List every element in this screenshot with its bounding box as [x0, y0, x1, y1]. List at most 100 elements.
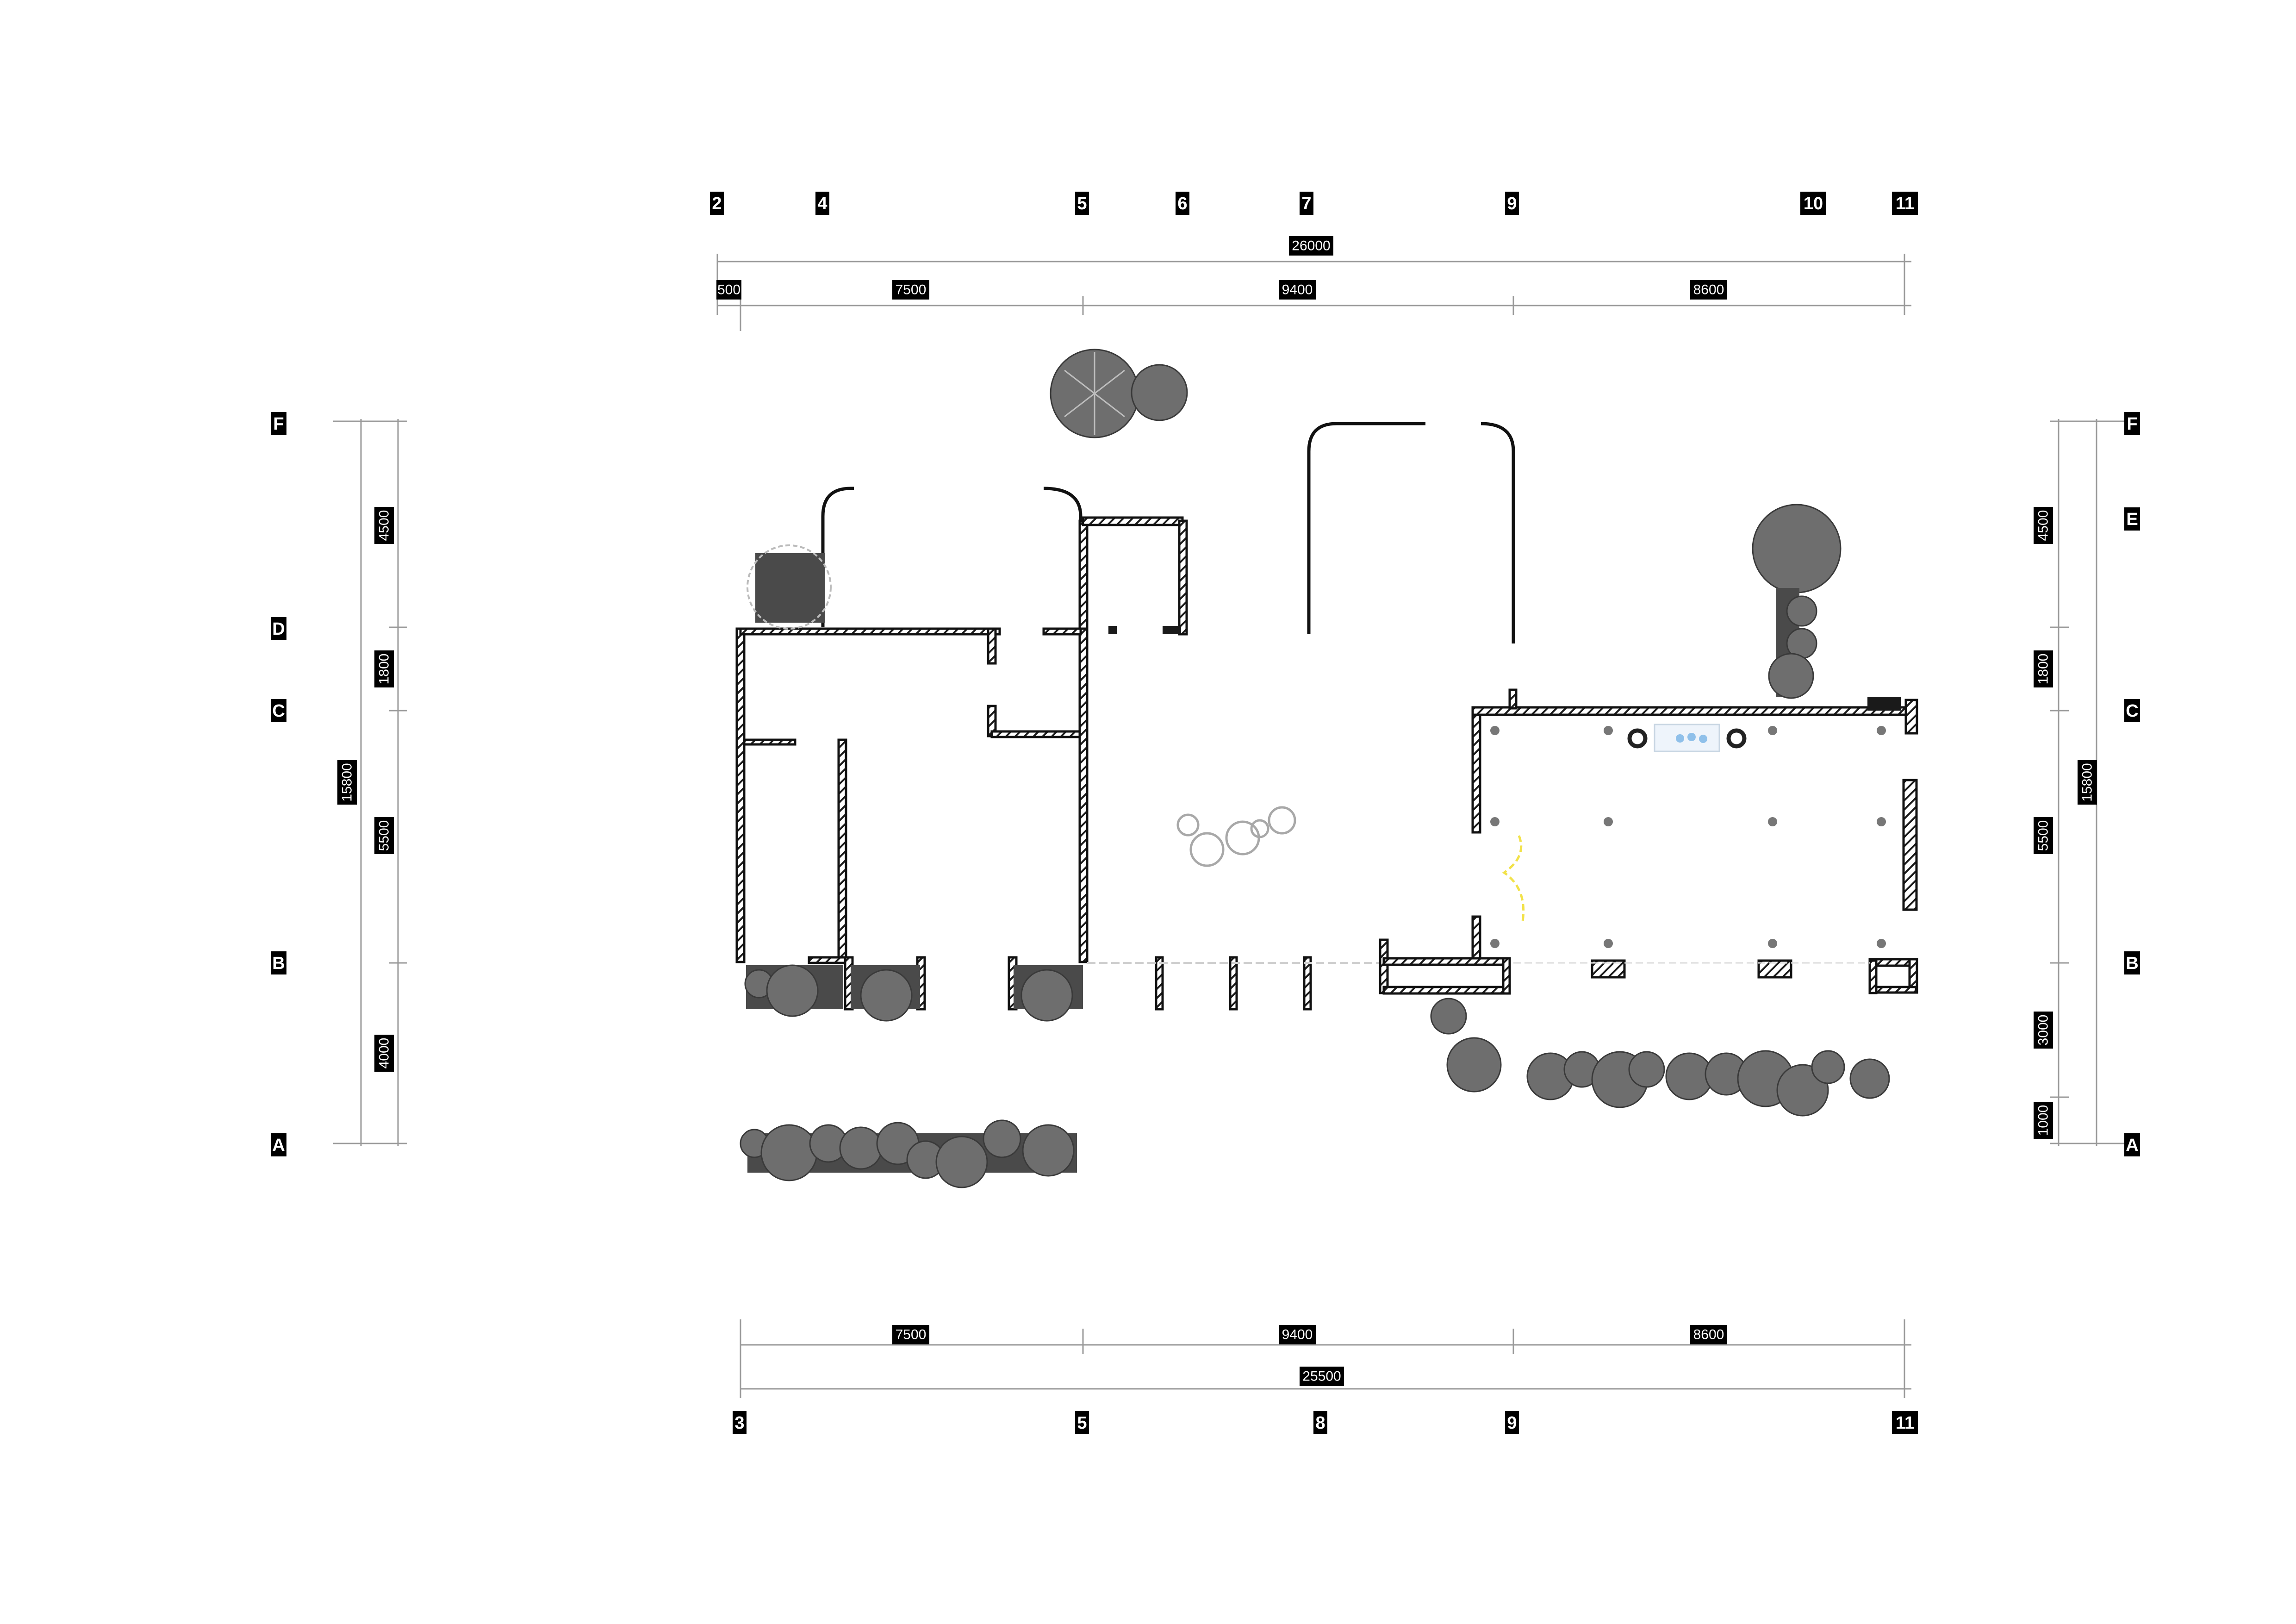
shrub — [839, 1126, 883, 1170]
monstera-plant — [1131, 364, 1188, 421]
axis-tag: 8 — [1313, 1411, 1327, 1434]
dim-label: 1800 — [2034, 650, 2053, 687]
dim-label: 4500 — [2034, 507, 2053, 544]
wall-hall-bottom — [1471, 915, 1481, 964]
svg-text:9400: 9400 — [1282, 282, 1313, 298]
wall-stub — [1042, 627, 1082, 636]
svg-text:B: B — [272, 954, 285, 973]
svg-text:9400: 9400 — [1282, 1327, 1313, 1343]
wall-hall-left — [1471, 706, 1481, 834]
axis-tag: 11 — [1892, 192, 1918, 215]
shrub — [1786, 595, 1817, 627]
svg-text:5500: 5500 — [2036, 820, 2051, 851]
wall-left-top — [739, 627, 1001, 636]
svg-text:26000: 26000 — [1292, 238, 1330, 254]
column — [1768, 939, 1777, 948]
svg-text:7: 7 — [1301, 194, 1311, 213]
dim-label: 5500 — [2034, 817, 2053, 854]
monstera-plant — [1020, 969, 1073, 1022]
axis-tag: C — [2124, 699, 2140, 722]
column — [1604, 817, 1613, 826]
wall-fin — [1155, 956, 1164, 1011]
column — [1490, 726, 1500, 735]
svg-text:C: C — [2126, 701, 2138, 721]
svg-text:B: B — [2126, 954, 2138, 973]
column — [1490, 939, 1500, 948]
svg-text:E: E — [2126, 510, 2138, 529]
column — [1768, 726, 1777, 735]
axis-tag: A — [271, 1133, 286, 1156]
axis-tag: E — [2124, 507, 2140, 531]
svg-text:4: 4 — [817, 194, 827, 213]
dim-label: 8600 — [1690, 1325, 1727, 1344]
tree — [1752, 504, 1842, 593]
dim-label: 7500 — [892, 280, 929, 300]
monstera-plant — [935, 1136, 988, 1188]
axis-tag: 9 — [1505, 192, 1519, 215]
svg-text:A: A — [272, 1136, 285, 1155]
wall-central-arch-right — [1481, 422, 1515, 643]
dim-label: 25500 — [1300, 1367, 1344, 1386]
svg-text:3: 3 — [734, 1413, 744, 1433]
axis-tag: A — [2124, 1133, 2140, 1156]
stool — [1189, 832, 1225, 867]
top-axis-tags: 2 4 5 6 7 9 10 11 — [710, 192, 1918, 215]
wall-partition — [743, 738, 796, 746]
dim-label: 9400 — [1279, 280, 1316, 300]
wall-hall-top — [1471, 706, 1918, 716]
dim-label: 9400 — [1279, 1325, 1316, 1344]
wall-stub — [1508, 688, 1518, 710]
tree-branches — [1064, 352, 1125, 435]
wall-axis5 — [1078, 627, 1089, 963]
column — [1768, 817, 1777, 826]
axis-tag: 5 — [1075, 1411, 1089, 1434]
svg-text:4500: 4500 — [2036, 510, 2051, 541]
table-dot — [1699, 735, 1707, 743]
axis-tag: 6 — [1176, 192, 1189, 215]
round-column — [1627, 728, 1648, 749]
svg-text:5: 5 — [1077, 1413, 1087, 1433]
shrub — [1628, 1051, 1665, 1088]
dim-label: 26000 — [1289, 236, 1333, 256]
column — [1877, 817, 1886, 826]
svg-text:6: 6 — [1177, 194, 1187, 213]
right-dimension-labels: 4500 1800 5500 3000 1000 15800 — [2034, 507, 2097, 1139]
table-dot — [1676, 734, 1684, 743]
wall-arch-left — [821, 487, 854, 627]
monstera-plant — [1446, 1037, 1502, 1093]
column — [1877, 939, 1886, 948]
wall-fin — [1303, 956, 1312, 1011]
svg-text:7500: 7500 — [896, 282, 927, 298]
axis-tag: 9 — [1505, 1411, 1519, 1434]
monstera-plant — [766, 964, 819, 1017]
wall-central-arch-left — [1307, 422, 1425, 634]
top-dimension-labels: 26000 500 7500 9400 8600 — [716, 236, 1727, 300]
svg-text:1800: 1800 — [377, 654, 392, 685]
right-axis-tags: F E C B A — [2124, 412, 2140, 1156]
svg-text:9: 9 — [1507, 194, 1517, 213]
svg-text:8: 8 — [1315, 1413, 1325, 1433]
dim-label: 4000 — [374, 1035, 394, 1072]
left-dimension-labels: 4500 1800 5500 4000 15800 — [337, 507, 394, 1072]
axis-tag: D — [271, 617, 286, 640]
table-dot — [1687, 733, 1696, 741]
wall-stub — [1163, 626, 1181, 634]
shrub — [1022, 1124, 1075, 1177]
dim-label: 7500 — [892, 1325, 929, 1344]
svg-text:15800: 15800 — [2080, 763, 2095, 801]
svg-text:D: D — [272, 619, 285, 639]
monstera-plant — [1768, 653, 1814, 699]
shrub — [1849, 1058, 1890, 1099]
stool — [1225, 820, 1260, 856]
svg-text:8600: 8600 — [1693, 1327, 1724, 1343]
wall-fin — [1229, 956, 1238, 1011]
column — [1604, 939, 1613, 948]
bottom-dimension-lines — [740, 1319, 1911, 1398]
planting — [740, 349, 1890, 1188]
monstera-plant — [1430, 998, 1467, 1035]
wall-hall-corner — [1868, 959, 1878, 994]
axis-tag: 4 — [815, 192, 829, 215]
wall-small-room-top — [1082, 516, 1184, 526]
wall-hall-bottom — [1379, 938, 1389, 994]
svg-text:F: F — [2127, 414, 2137, 434]
